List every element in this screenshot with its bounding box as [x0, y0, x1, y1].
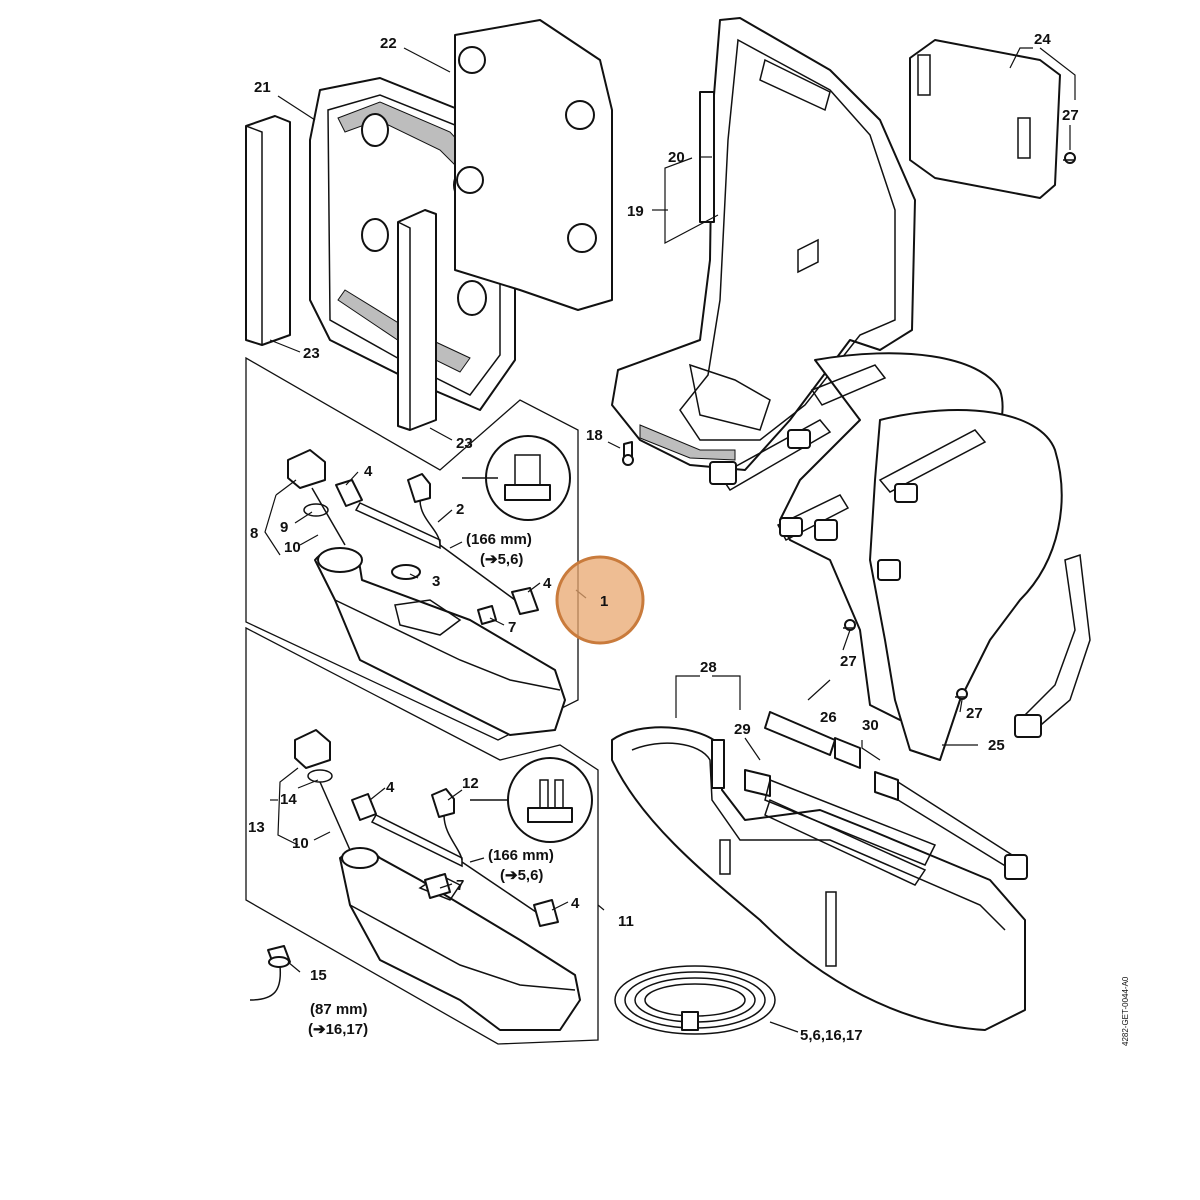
label-4c[interactable]: 4 [386, 779, 395, 796]
filter-part-4 [335, 479, 539, 615]
label-7b[interactable]: 7 [456, 877, 464, 894]
label-4b[interactable]: 4 [543, 575, 552, 592]
label-12[interactable]: 12 [462, 775, 479, 792]
label-10b[interactable]: 10 [292, 835, 309, 852]
label-10a[interactable]: 10 [284, 539, 301, 556]
valve-part-2 [407, 435, 571, 546]
label-29[interactable]: 29 [734, 721, 751, 738]
document-id: 4282-GET-0044-A0 [1121, 976, 1130, 1046]
label-19[interactable]: 19 [627, 203, 644, 220]
label-27a[interactable]: 27 [1062, 107, 1079, 124]
valve-part-12 [431, 757, 593, 861]
cover-part-22 [454, 19, 613, 311]
highlight-marker[interactable] [555, 555, 645, 645]
clamp-part-7-b [424, 873, 451, 899]
label-14[interactable]: 14 [280, 791, 297, 808]
label-7a[interactable]: 7 [508, 619, 516, 636]
label-15[interactable]: 15 [310, 967, 327, 984]
label-25[interactable]: 25 [988, 737, 1005, 754]
label-21[interactable]: 21 [254, 79, 271, 96]
hose-b-length: (166 mm) [488, 847, 554, 864]
label-20[interactable]: 20 [668, 149, 685, 166]
pad-part-24 [909, 39, 1061, 199]
hose-b-ref: (➔5,6) [500, 867, 543, 884]
label-8[interactable]: 8 [250, 525, 258, 542]
label-30[interactable]: 30 [862, 717, 879, 734]
filter-part-4-b [351, 793, 559, 927]
label-23b[interactable]: 23 [456, 435, 473, 452]
label-4d[interactable]: 4 [571, 895, 580, 912]
cable-coil-part-5-6 [614, 965, 776, 1035]
label-2[interactable]: 2 [456, 501, 464, 518]
label-22[interactable]: 22 [380, 35, 397, 52]
hipbelt-part-28 [611, 726, 1026, 1031]
sensor-part-15 [249, 945, 291, 1001]
label-9[interactable]: 9 [280, 519, 288, 536]
part-labels: 1 2 3 4 4 4 4 7 7 8 9 10 10 11 12 13 14 … [248, 31, 1079, 1044]
straps-part-29-30 [744, 711, 1028, 886]
label-27b[interactable]: 27 [840, 653, 857, 670]
cap-part-8 [287, 449, 346, 546]
hose-c-ref: (➔16,17) [308, 1021, 368, 1038]
hose-c-length: (87 mm) [310, 1001, 368, 1018]
label-1[interactable]: 1 [600, 593, 608, 610]
cap-part-13 [294, 729, 351, 851]
foam-part-23 [245, 115, 437, 431]
screw-part-27-c [955, 688, 968, 700]
label-4a[interactable]: 4 [364, 463, 373, 480]
plug-part-7 [477, 605, 497, 625]
screw-part-27-b [843, 619, 856, 631]
label-24[interactable]: 24 [1034, 31, 1051, 48]
hose-notes: (166 mm) (➔5,6) (166 mm) (➔5,6) (87 mm) … [308, 531, 554, 1038]
screw-part-18 [622, 441, 634, 466]
label-28[interactable]: 28 [700, 659, 717, 676]
label-27c[interactable]: 27 [966, 705, 983, 722]
tank-part-1 [314, 547, 566, 736]
harness-part-25-26 [709, 352, 1091, 761]
leader-lines [264, 47, 1076, 1033]
label-23a[interactable]: 23 [303, 345, 320, 362]
label-11[interactable]: 11 [618, 913, 634, 930]
label-3[interactable]: 3 [432, 573, 440, 590]
label-26[interactable]: 26 [820, 709, 837, 726]
hose-a-length: (166 mm) [466, 531, 532, 548]
tank-part-11 [339, 847, 581, 1031]
label-13[interactable]: 13 [248, 819, 265, 836]
label-5-6-16-17[interactable]: 5,6,16,17 [800, 1027, 863, 1044]
label-18[interactable]: 18 [586, 427, 603, 444]
hose-a-ref: (➔5,6) [480, 551, 523, 568]
screw-part-27-a [1063, 152, 1076, 164]
